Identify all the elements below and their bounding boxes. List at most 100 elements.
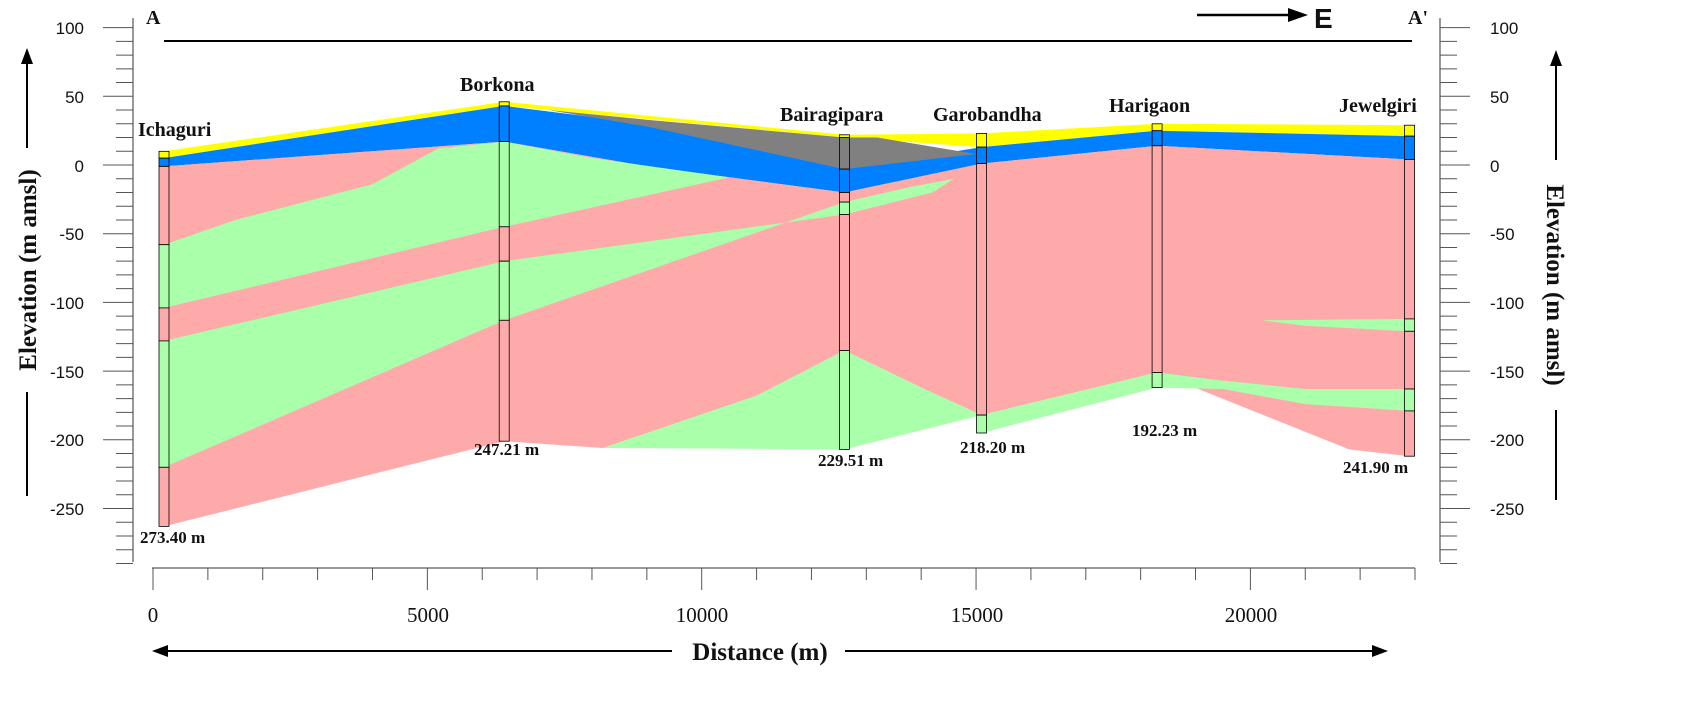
layer-clay — [164, 105, 1410, 193]
well-segment-clay — [158, 157, 170, 167]
well-name-label: Borkona — [460, 74, 534, 96]
well-segment-topsoil — [498, 101, 510, 107]
well-segment-aquifer — [498, 141, 510, 228]
well-column — [1404, 124, 1415, 457]
left-axis-title-group: Elevation (m amsl) — [15, 48, 42, 496]
y-tick-label-left: 100 — [56, 19, 84, 38]
well-segment-clay — [1151, 130, 1163, 147]
well-name-label: Jewelgiri — [1339, 95, 1417, 117]
well-segment-topsoil — [1151, 123, 1163, 132]
well-segment-clay — [976, 146, 987, 165]
x-tick-label: 5000 — [407, 603, 449, 627]
right-arrow-icon — [1372, 645, 1388, 657]
y-tick-label-right: 50 — [1490, 88, 1509, 107]
well-segment-topsoil — [976, 132, 987, 148]
left-axis-title: Elevation (m amsl) — [15, 169, 42, 370]
layer-sandstone — [164, 141, 1410, 527]
y-tick-label-right: -50 — [1490, 225, 1515, 244]
well-depth-label: 229.51 m — [818, 451, 883, 470]
x-axis-title: Distance (m) — [692, 639, 827, 666]
well-segment-sandstone — [158, 307, 170, 342]
well-column — [498, 101, 510, 442]
layer-aquifer-3 — [602, 350, 982, 450]
layer-aquifer-5 — [1261, 318, 1410, 332]
y-tick-label-right: 100 — [1490, 19, 1518, 38]
well-name-label: Harigaon — [1109, 95, 1190, 117]
well-depth-label: 241.90 m — [1343, 458, 1408, 477]
well-segment-sandstone — [1151, 145, 1163, 373]
well-segment-laterite — [839, 137, 850, 170]
layer-aquifer-1 — [164, 141, 730, 308]
well-segment-sandstone — [158, 165, 170, 246]
wells-group — [158, 101, 1415, 527]
well-segment-aquifer — [1151, 372, 1163, 389]
well-segment-clay — [1404, 135, 1415, 160]
right-axis-title: Elevation (m amsl) — [1541, 184, 1568, 385]
section-end-label: A' — [1408, 7, 1428, 29]
y-tick-label-right: -200 — [1490, 431, 1524, 450]
well-segment-sandstone — [1404, 410, 1415, 457]
layer-laterite — [548, 110, 977, 170]
direction-arrowhead-icon — [1288, 8, 1308, 22]
right-axis-title-group: Elevation (m amsl) — [1541, 50, 1568, 500]
well-segment-sandstone — [1404, 330, 1415, 390]
y-tick-label-left: 0 — [75, 157, 84, 176]
well-name-label: Garobandha — [933, 104, 1042, 126]
layer-topsoil — [164, 101, 1410, 159]
y-tick-label-right: -250 — [1490, 500, 1524, 519]
y-tick-label-left: -100 — [50, 294, 84, 313]
well-depth-label: 273.40 m — [140, 528, 205, 547]
well-segment-topsoil — [158, 150, 170, 159]
well-segment-topsoil — [839, 134, 850, 138]
layer-aquifer-4 — [981, 372, 1410, 433]
direction-label: E — [1314, 3, 1333, 34]
well-segment-sandstone — [158, 466, 170, 527]
well-segment-sandstone — [498, 319, 510, 442]
well-depth-label: 218.20 m — [960, 438, 1025, 457]
well-segment-aquifer — [839, 350, 850, 450]
well-segment-aquifer — [158, 340, 170, 468]
well-name-label: Bairagipara — [780, 104, 883, 126]
y-tick-label-right: -150 — [1490, 363, 1524, 382]
well-segment-clay — [498, 105, 510, 143]
x-axis-title-group: Distance (m) — [152, 639, 1388, 666]
well-segment-aquifer — [839, 201, 850, 215]
left-arrow-icon — [152, 645, 168, 657]
y-tick-label-left: -50 — [59, 225, 84, 244]
x-tick-label: 0 — [148, 603, 159, 627]
well-segment-aquifer — [498, 260, 510, 321]
x-tick-label: 15000 — [951, 603, 1004, 627]
layers-group — [164, 101, 1410, 527]
well-segment-aquifer — [976, 414, 987, 434]
x-tick-label: 10000 — [676, 603, 729, 627]
axis-ticks-group — [103, 27, 1470, 590]
y-tick-label-right: 0 — [1490, 157, 1499, 176]
well-segment-aquifer — [1404, 388, 1415, 412]
section-start-label: A — [146, 7, 161, 29]
well-segment-clay — [839, 168, 850, 193]
well-segment-topsoil — [1404, 124, 1415, 137]
well-depth-label: 247.21 m — [474, 440, 539, 459]
well-segment-sandstone — [839, 192, 850, 203]
well-segment-aquifer — [1404, 318, 1415, 332]
x-tick-label: 20000 — [1225, 603, 1278, 627]
well-column — [158, 150, 170, 527]
well-segment-sandstone — [976, 163, 987, 416]
well-column — [839, 134, 850, 450]
well-segment-aquifer — [158, 244, 170, 309]
y-tick-label-right: -100 — [1490, 294, 1524, 313]
well-column — [976, 132, 987, 434]
well-column — [1151, 123, 1163, 389]
y-tick-label-left: -200 — [50, 431, 84, 450]
well-segment-sandstone — [839, 214, 850, 351]
y-tick-label-left: -250 — [50, 500, 84, 519]
up-arrow-icon — [21, 48, 33, 64]
well-name-label: Ichaguri — [138, 119, 212, 141]
y-tick-label-left: -150 — [50, 363, 84, 382]
well-depth-label: 192.23 m — [1132, 421, 1197, 440]
up-arrow-icon — [1550, 50, 1562, 66]
well-segment-sandstone — [1404, 159, 1415, 320]
well-segment-sandstone — [498, 226, 510, 262]
layer-aquifer-2 — [164, 178, 955, 468]
